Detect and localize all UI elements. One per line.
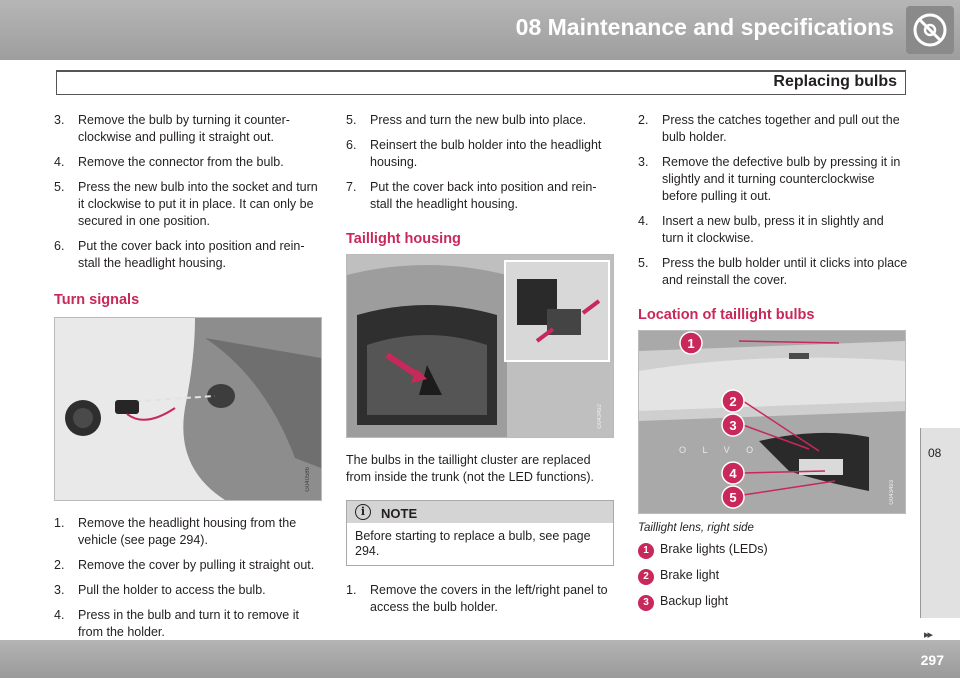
- list-item: 1.Remove the covers in the left/right pa…: [346, 583, 608, 614]
- chapter-tab-number: 08: [928, 446, 942, 460]
- column-3: 2.Press the catches together and pull ou…: [638, 112, 908, 619]
- column-2: 5.Press and turn the new bulb into place…: [346, 112, 614, 624]
- trunk-illustration: [347, 260, 610, 437]
- steps-list: 3.Remove the bulb by turning it counter-…: [54, 112, 322, 272]
- legend: 1 Brake lights (LEDs) 2 Brake light 3 Ba…: [638, 541, 908, 611]
- turn-signal-figure: G040586: [54, 317, 322, 501]
- list-item: 3.Remove the bulb by turning it counter-…: [54, 113, 290, 144]
- list-item: 1.Remove the headlight housing from the …: [54, 516, 297, 547]
- page-footer: 297: [0, 640, 960, 678]
- callout-label: 5: [729, 490, 736, 505]
- list-item: 2.Press the catches together and pull ou…: [638, 113, 900, 144]
- callout-2: 2: [721, 389, 745, 413]
- car-lettering: O L V O: [679, 445, 760, 455]
- list-item: 7.Put the cover back into position and r…: [346, 180, 597, 211]
- turn-signal-illustration: [65, 318, 321, 500]
- chapter-side-tab: [920, 428, 960, 618]
- steps-list: 5.Press and turn the new bulb into place…: [346, 112, 614, 213]
- steps-list: 1.Remove the covers in the left/right pa…: [346, 582, 614, 616]
- callout-label: 3: [729, 418, 736, 433]
- wrench-gear-icon: [906, 6, 954, 54]
- taillight-location-figure: O L V O 1 2 3 4 5: [638, 330, 906, 514]
- legend-item: 3 Backup light: [638, 593, 908, 611]
- column-1: 3.Remove the bulb by turning it counter-…: [54, 112, 322, 649]
- list-item: 2.Remove the cover by pulling it straigh…: [54, 558, 315, 572]
- list-item: 6.Put the cover back into position and r…: [54, 239, 305, 270]
- legend-item: 2 Brake light: [638, 567, 908, 585]
- list-item: 4.Insert a new bulb, press it in slightl…: [638, 214, 884, 245]
- callout-badge: 2: [638, 569, 654, 585]
- paragraph: The bulbs in the taillight cluster are r…: [346, 453, 595, 484]
- legend-text: Brake light: [660, 568, 720, 582]
- list-item: 4.Press in the bulb and turn it to remov…: [54, 608, 299, 639]
- figure-code: G043493: [889, 480, 895, 505]
- section-title: Replacing bulbs: [773, 73, 897, 90]
- page-number: 297: [920, 652, 944, 668]
- list-item: 5.Press and turn the new bulb into place…: [346, 113, 587, 127]
- note-label: NOTE: [381, 506, 418, 521]
- note-body: Before starting to replace a bulb, see p…: [355, 529, 591, 558]
- section-heading: Turn signals: [54, 292, 140, 308]
- legend-item: 1 Brake lights (LEDs): [638, 541, 908, 559]
- callout-4: 4: [721, 461, 745, 485]
- note-box: i NOTE Before starting to replace a bulb…: [346, 500, 614, 566]
- figure-code: G043492: [597, 404, 603, 429]
- callout-label: 4: [729, 466, 737, 481]
- callout-3: 3: [721, 413, 745, 437]
- figure-caption: Taillight lens, right side: [638, 522, 754, 534]
- list-item: 4.Remove the connector from the bulb.: [54, 155, 284, 169]
- figure-code: G040586: [305, 467, 311, 492]
- callout-5: 5: [721, 485, 745, 509]
- taillight-housing-figure: G043492: [346, 254, 614, 438]
- legend-text: Backup light: [660, 594, 729, 608]
- list-item: 5.Press the bulb holder until it clicks …: [638, 256, 908, 287]
- callout-label: 2: [729, 394, 736, 409]
- section-bar: Replacing bulbs: [56, 70, 906, 95]
- steps-list: 2.Press the catches together and pull ou…: [638, 112, 908, 289]
- list-item: 3.Pull the holder to access the bulb.: [54, 583, 266, 597]
- legend-text: Brake lights (LEDs): [660, 542, 768, 556]
- section-heading: Location of taillight bulbs: [638, 307, 815, 323]
- list-item: 3.Remove the defective bulb by pressing …: [638, 155, 901, 203]
- callout-badge: 3: [638, 595, 654, 611]
- note-header: i NOTE: [347, 501, 613, 523]
- callout-label: 1: [687, 336, 694, 351]
- car-rear-illustration: O L V O 1 2 3 4 5: [639, 331, 905, 513]
- chapter-title: 08 Maintenance and specifications: [515, 14, 894, 40]
- continue-arrows-icon: ▸▸: [924, 629, 933, 641]
- steps-list: 1.Remove the headlight housing from the …: [54, 515, 322, 641]
- info-icon: i: [355, 504, 371, 520]
- callout-1: 1: [679, 331, 703, 355]
- callout-badge: 1: [638, 543, 654, 559]
- list-item: 5.Press the new bulb into the socket and…: [54, 180, 318, 228]
- chapter-header: 08 Maintenance and specifications: [0, 0, 960, 60]
- section-heading: Taillight housing: [346, 231, 461, 247]
- list-item: 6.Reinsert the bulb holder into the head…: [346, 138, 602, 169]
